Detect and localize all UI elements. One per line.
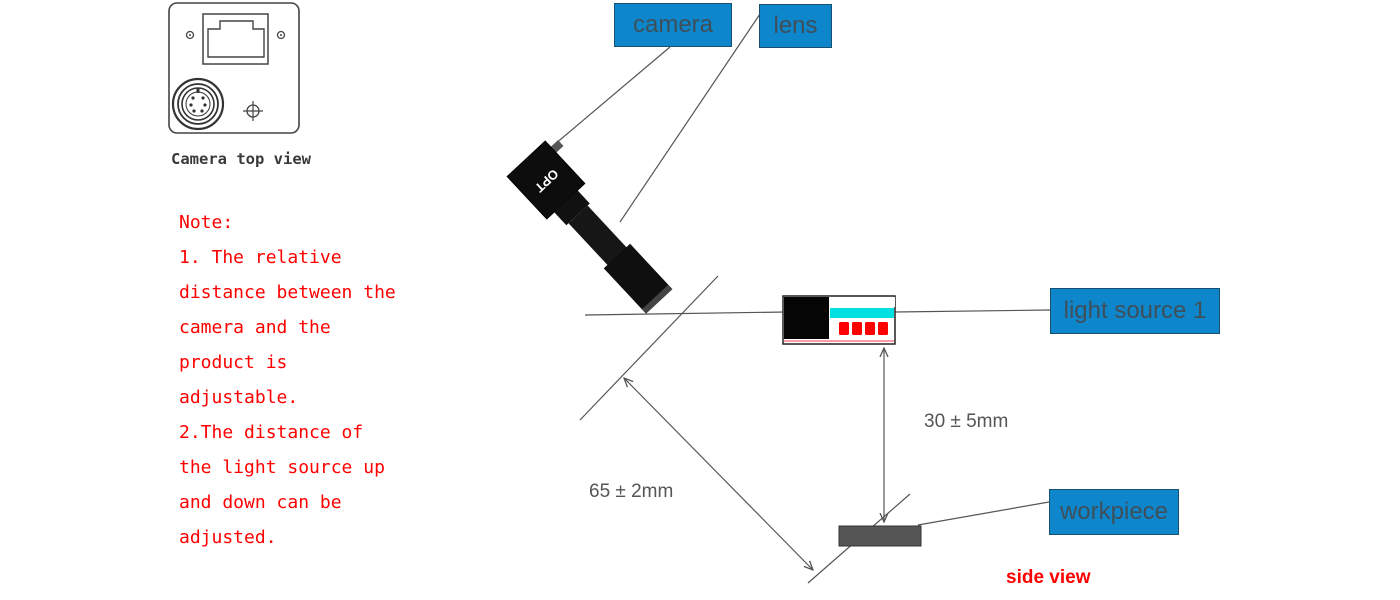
top-view-caption: Camera top view (171, 150, 311, 168)
note-line: adjusted. (179, 527, 277, 548)
light-source-1 (782, 295, 896, 345)
dimension-label-30mm: 30 ± 5mm (924, 411, 1009, 432)
dimension-label-65mm: 65 ± 2mm (589, 481, 674, 502)
callout-camera: camera (614, 3, 732, 47)
note-line: 1. The relative (179, 247, 342, 268)
optical-axis-line (584, 311, 786, 316)
callout-workpiece: workpiece (1049, 489, 1179, 535)
callout-light-source: light source 1 (1050, 288, 1220, 334)
dimension-arrow-65mm (624, 378, 813, 570)
led-icon (878, 322, 888, 335)
note-line: distance between the (179, 282, 396, 303)
note-line: 2.The distance of (179, 422, 364, 443)
workpiece-leader-line (917, 501, 1050, 526)
ethernet-port-icon (202, 13, 269, 65)
camera-top-view (168, 2, 300, 134)
camera-leader-line (547, 46, 671, 151)
note-line: the light source up (179, 457, 385, 478)
mounting-screw-icon (276, 30, 286, 40)
camera-with-lens: OPT (506, 140, 673, 314)
led-icon (852, 322, 862, 335)
status-indicator-icon (243, 101, 263, 121)
reference-line-upper (579, 275, 719, 421)
workpiece-block (838, 525, 922, 547)
power-io-connector-icon (171, 77, 225, 131)
led-icon (839, 322, 849, 335)
note-line: and down can be (179, 492, 342, 513)
side-view-caption: side view (1006, 567, 1091, 588)
led-icon (865, 322, 875, 335)
lens-leader-line (619, 13, 761, 223)
mounting-screw-icon (185, 30, 195, 40)
note-line: camera and the (179, 317, 331, 338)
note-line: product is (179, 352, 288, 373)
callout-lens: lens (759, 4, 832, 48)
note-line: adjustable. (179, 387, 299, 408)
note-block: Note: 1. The relative distance between t… (179, 205, 396, 555)
light-leader-line (894, 309, 1051, 313)
note-line: Note: (179, 212, 234, 233)
